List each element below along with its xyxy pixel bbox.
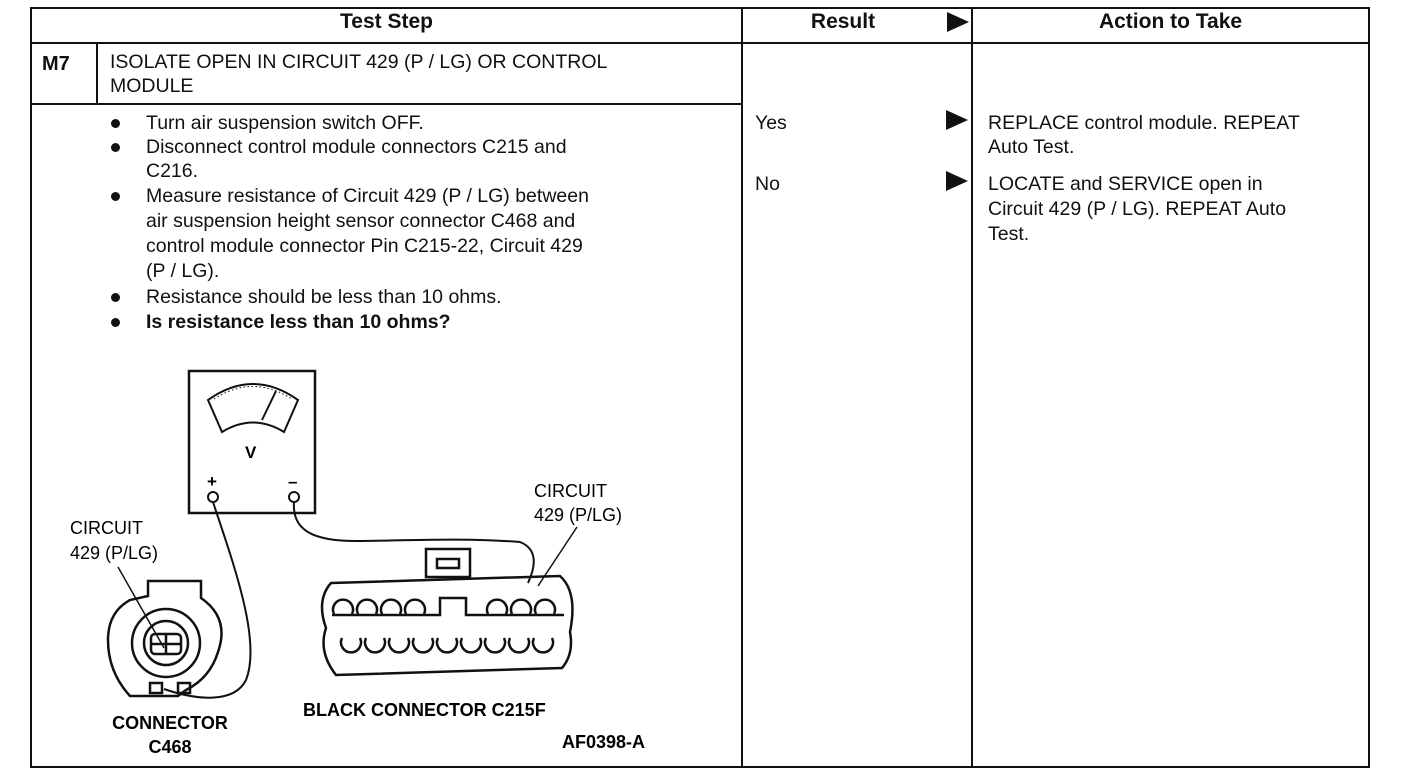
result-no-arrow-icon [946, 171, 968, 191]
action-no-line1: LOCATE and SERVICE open in [988, 173, 1263, 195]
instruction-4-line1: Resistance should be less than 10 ohms. [146, 286, 502, 308]
c215f-leader-line [537, 526, 578, 587]
figure-code: AF0398-A [562, 732, 645, 752]
instruction-5-line1: Is resistance less than 10 ohms? [146, 311, 451, 333]
instruction-3-line1: Measure resistance of Circuit 429 (P / L… [146, 185, 589, 207]
circuit-left-label-line1: CIRCUIT [70, 518, 143, 538]
bullet-icon [111, 293, 120, 302]
circuit-right-label-line1: CIRCUIT [534, 481, 607, 501]
meter-dial-icon [206, 383, 300, 434]
step-title-line2: MODULE [110, 75, 194, 97]
meter-body [187, 369, 317, 515]
bullet-icon [111, 192, 120, 201]
header-action: Action to Take [1098, 10, 1243, 33]
header-bottom-border [30, 42, 1370, 44]
result-yes: Yes [755, 112, 787, 134]
table-bottom-border [30, 766, 1370, 768]
meter-label: V [245, 443, 257, 462]
result-no: No [755, 173, 780, 195]
connector-top-pins [331, 598, 557, 615]
connector-c468-icon [106, 579, 223, 698]
bullet-icon [111, 119, 120, 128]
lead-minus-wire [292, 501, 535, 584]
table-right-border [1368, 7, 1370, 768]
connector-bottom-pins [339, 637, 555, 654]
instruction-3-line3: control module connector Pin C215-22, Ci… [146, 235, 583, 257]
instruction-2-line1: Disconnect control module connectors C21… [146, 136, 567, 158]
instruction-3-line4: (P / LG). [146, 260, 220, 282]
c468-leader-line [117, 566, 165, 649]
header-arrow-icon [947, 12, 969, 32]
connector-c468-label-line2: C468 [148, 737, 191, 757]
action-yes-line2: Auto Test. [988, 136, 1075, 158]
result-yes-arrow-icon [946, 110, 968, 130]
instruction-3-line2: air suspension height sensor connector C… [146, 210, 576, 232]
action-no-line2: Circuit 429 (P / LG). REPEAT Auto [988, 198, 1287, 220]
meter-plus-terminal [207, 491, 219, 503]
step-title-bottom-border [30, 103, 741, 105]
header-test-step: Test Step [340, 10, 433, 33]
result-right-border [971, 7, 973, 768]
black-connector-c215f-icon [320, 547, 574, 677]
test-step-right-border [741, 7, 743, 768]
table-top-border [30, 7, 1370, 9]
step-title-line1: ISOLATE OPEN IN CIRCUIT 429 (P / LG) OR … [110, 51, 608, 73]
connector-c468-label-line1: CONNECTOR [112, 713, 228, 733]
step-id: M7 [42, 53, 70, 75]
meter-minus-terminal [288, 491, 300, 503]
bullet-icon [111, 143, 120, 152]
lead-plus-wire [163, 501, 252, 699]
circuit-left-label-line2: 429 (P/LG) [70, 543, 158, 563]
circuit-right-label-line2: 429 (P/LG) [534, 505, 622, 525]
meter-minus-label: – [288, 472, 297, 491]
step-id-divider [96, 42, 98, 105]
meter-plus-label: + [207, 472, 217, 491]
instruction-2-line2: C216. [146, 160, 199, 182]
bullet-icon [111, 318, 120, 327]
header-result: Result [810, 10, 876, 33]
wiring-diagram: V + – [70, 369, 645, 757]
action-no-line3: Test. [988, 223, 1030, 245]
table-left-border [30, 7, 32, 768]
action-yes-line1: REPLACE control module. REPEAT [988, 112, 1300, 134]
instruction-1-line1: Turn air suspension switch OFF. [146, 112, 424, 134]
black-connector-label: BLACK CONNECTOR C215F [303, 700, 546, 720]
